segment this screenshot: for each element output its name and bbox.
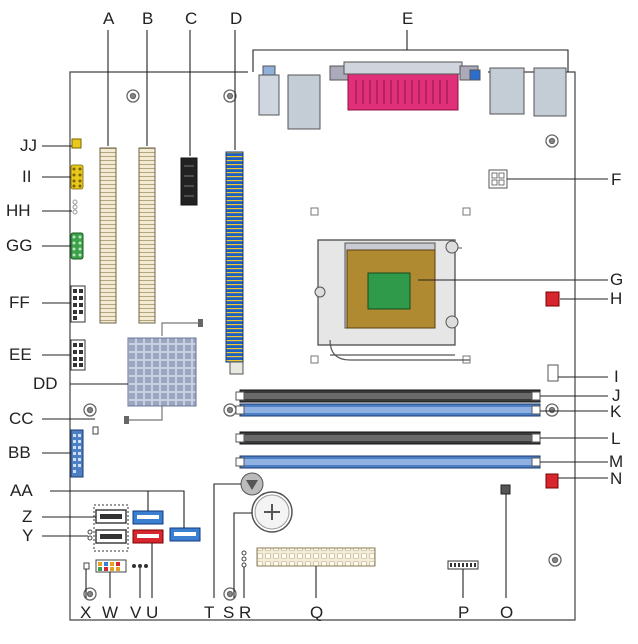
label-x: X — [80, 603, 92, 622]
header-w — [95, 559, 127, 573]
chipset-heatsink — [127, 337, 197, 407]
parallel-port — [347, 71, 459, 111]
label-ee: EE — [9, 345, 32, 364]
header-x — [83, 562, 90, 570]
header-cc — [92, 426, 99, 435]
label-o: O — [500, 603, 514, 622]
lan-port — [533, 67, 567, 117]
label-w: W — [102, 603, 119, 622]
fan-header-i — [547, 364, 559, 382]
pcie-x16-slot — [225, 151, 244, 363]
usb-port-stack — [287, 74, 321, 130]
label-jj: JJ — [20, 136, 37, 155]
dimm-slots — [235, 389, 541, 469]
label-ff: FF — [9, 293, 30, 312]
label-m: M — [609, 452, 624, 471]
label-g: G — [610, 270, 624, 289]
label-hh: HH — [6, 201, 31, 220]
label-i: I — [614, 367, 619, 386]
battery — [251, 491, 293, 533]
label-y: Y — [22, 526, 34, 545]
cpu-die — [367, 272, 411, 310]
ps2-port — [258, 74, 280, 116]
cpu-fan-header — [545, 291, 560, 307]
label-n: N — [610, 469, 623, 488]
label-a: A — [103, 9, 115, 28]
pci-slot-b — [138, 147, 156, 324]
mounting-holes — [83, 89, 562, 601]
label-p: P — [458, 603, 470, 622]
rear-fan-header — [545, 473, 559, 489]
label-h: H — [610, 289, 623, 308]
label-dd: DD — [33, 374, 58, 393]
processor-socket — [314, 239, 470, 361]
label-ii: II — [22, 167, 32, 186]
label-z: Z — [22, 507, 33, 526]
label-d: D — [230, 9, 243, 28]
label-cc: CC — [9, 409, 34, 428]
rear-io-panel — [258, 61, 567, 130]
header-jj — [71, 138, 82, 149]
sata-connectors — [93, 504, 201, 552]
label-aa: AA — [10, 481, 33, 500]
jumper-r — [241, 550, 247, 568]
header-bb — [70, 429, 84, 478]
label-q: Q — [310, 603, 324, 622]
label-e: E — [402, 9, 414, 28]
label-t: T — [204, 603, 215, 622]
label-u: U — [146, 603, 159, 622]
header-p — [447, 560, 479, 570]
main-power-connector — [256, 547, 376, 567]
pcie-x1-slot — [180, 157, 198, 206]
label-j: J — [612, 386, 621, 405]
audio-ports — [489, 67, 525, 115]
label-c: C — [185, 9, 198, 28]
header-y — [87, 529, 93, 541]
speaker — [240, 472, 264, 496]
label-v: V — [130, 603, 142, 622]
header-hh — [72, 199, 78, 215]
label-bb: BB — [8, 443, 31, 462]
label-gg: GG — [6, 236, 33, 255]
label-s: S — [223, 603, 235, 622]
pci-slot-a — [99, 147, 117, 324]
header-v — [132, 564, 148, 568]
leader-lines — [42, 30, 608, 598]
label-f: F — [611, 170, 622, 189]
label-b: B — [142, 9, 154, 28]
label-k: K — [610, 402, 622, 421]
label-l: L — [611, 429, 621, 448]
label-r: R — [239, 603, 252, 622]
chassis-intrusion-header — [500, 484, 511, 495]
